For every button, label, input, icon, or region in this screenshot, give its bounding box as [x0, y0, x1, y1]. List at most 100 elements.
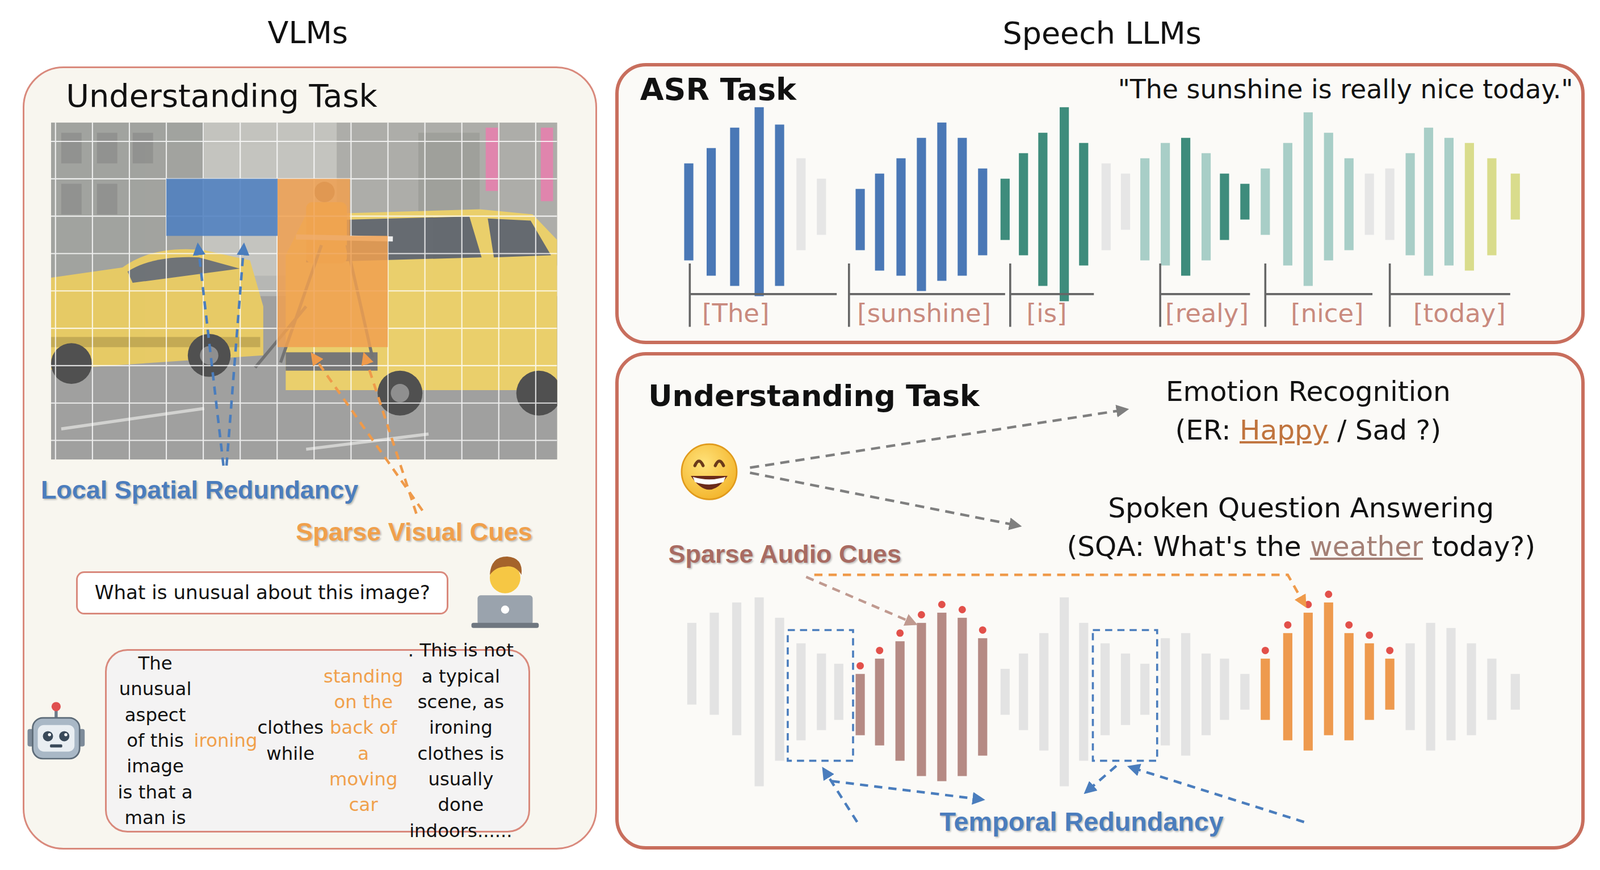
- waveform-bar: [1160, 637, 1170, 746]
- street-photo: [305, 202, 347, 264]
- visual-cue-arrows: [312, 354, 423, 514]
- waveform-bar: [1487, 658, 1497, 720]
- text-run: "The sunshine is really nice today.": [1118, 73, 1574, 105]
- cue-dot: [1386, 646, 1394, 654]
- street-photo: [132, 132, 154, 164]
- smiley-emoji: [690, 475, 728, 490]
- waveform-bar: [1039, 632, 1049, 751]
- smiley-emoji: [715, 460, 724, 466]
- waveform-bar: [1101, 163, 1111, 251]
- waveform-bar: [1038, 132, 1048, 287]
- word-brackets: [1389, 263, 1511, 327]
- waveform-bar: [1487, 158, 1497, 256]
- task-arrows: [749, 409, 1127, 526]
- street-photo: [51, 295, 558, 460]
- waveform-bar: [729, 127, 739, 287]
- robot-emoji: [27, 701, 86, 759]
- question-text: What is unusual about this image?: [77, 572, 447, 613]
- text-run: What is unusual about this image?: [94, 578, 431, 607]
- street-photo: [61, 132, 82, 164]
- panel-title: ASR Task: [640, 71, 797, 109]
- street-photo: [336, 122, 557, 266]
- text-run: Speech LLMs: [1002, 15, 1201, 52]
- section-heading: Speech LLMs: [1002, 15, 1201, 53]
- task-arrows: [749, 409, 1127, 468]
- street-photo: [55, 122, 536, 460]
- waveform-bar: [1240, 673, 1250, 710]
- street-photo: [51, 342, 92, 384]
- text-run: Understanding Task: [648, 378, 980, 413]
- waveform-bar: [1510, 173, 1520, 220]
- street-photo: [487, 218, 551, 258]
- robot-emoji: [51, 701, 61, 711]
- panel: ASR Task "The sunshine is really nice tod…: [615, 63, 1585, 344]
- cue-dot: [938, 600, 946, 608]
- cue-dot: [958, 605, 967, 613]
- waveform-bar: [1303, 112, 1313, 287]
- waveform-bar: [977, 168, 988, 256]
- user-emoji: [481, 607, 529, 619]
- robot-emoji: [43, 730, 54, 741]
- task-arrows: [749, 472, 1020, 527]
- waveform-bar: [957, 137, 967, 276]
- waveform-bar: [816, 653, 826, 730]
- robot-emoji: [77, 728, 86, 747]
- robot-emoji: [49, 744, 63, 747]
- waveform-bar: [1283, 143, 1293, 266]
- street-photo: [127, 257, 241, 283]
- word-brackets: [1160, 263, 1250, 327]
- waveform-bar: [1260, 168, 1270, 235]
- text-run: The unusual aspect of this image is that…: [116, 650, 195, 831]
- word-brackets: [849, 263, 1006, 327]
- robot-emoji: [47, 732, 51, 736]
- smiley-emoji: [693, 476, 726, 485]
- waveform-bar: [875, 173, 885, 271]
- waveform-bar: [796, 643, 806, 741]
- smiley-emoji: [694, 460, 703, 466]
- waveform-bar: [1120, 653, 1131, 725]
- text-run: ASR Task: [640, 71, 797, 108]
- spatial-redundancy-arrows: [198, 245, 224, 466]
- street-photo: [187, 333, 232, 377]
- street-photo: [377, 370, 423, 416]
- street-photo: [540, 127, 554, 201]
- waveform-bar: [834, 663, 844, 720]
- street-photo: [61, 183, 82, 215]
- waveform-bar: [687, 622, 697, 705]
- waveform-bar: [1260, 658, 1270, 720]
- panel-title: Understanding Task: [648, 378, 980, 414]
- spatial-redundancy-arrows: [198, 245, 245, 466]
- text-run: Understanding Task: [65, 77, 377, 115]
- robot-emoji: [59, 730, 70, 741]
- transcript-text: "The sunshine is really nice today.": [1118, 73, 1574, 106]
- street-photo: [285, 209, 557, 390]
- robot-emoji: [32, 717, 81, 759]
- question-box: What is unusual about this image?: [76, 570, 449, 615]
- waveform-bar: [1201, 153, 1211, 261]
- waveform-bar: [1385, 168, 1395, 241]
- street-photo: [277, 178, 388, 348]
- highlighted-word: ironing: [194, 727, 258, 754]
- waveform-bar: [1385, 658, 1395, 710]
- robot-emoji: [54, 709, 58, 719]
- visual-cue-arrows: [364, 354, 417, 514]
- waveform-bar: [1201, 653, 1211, 736]
- user-emoji: [471, 556, 540, 628]
- waveform-bar: [1000, 668, 1010, 715]
- answer-box: The unusual aspect of this image is that…: [105, 648, 531, 833]
- waveform-bar: [1425, 622, 1435, 751]
- cue-dot: [1365, 631, 1373, 639]
- word-brackets: [1265, 263, 1373, 327]
- robot-emoji: [64, 732, 67, 736]
- waveform-bar: [1018, 653, 1028, 730]
- waveform-bar: [1160, 143, 1170, 266]
- temporal-redundancy-arrows: [1129, 766, 1304, 822]
- waveform-bar: [916, 137, 926, 292]
- waveform-bar: [1078, 143, 1089, 266]
- street-photo: [51, 141, 558, 440]
- street-photo: [516, 370, 558, 416]
- waveform-bar: [1078, 622, 1089, 761]
- street-photo: [204, 122, 338, 276]
- cue-dot: [1304, 600, 1312, 608]
